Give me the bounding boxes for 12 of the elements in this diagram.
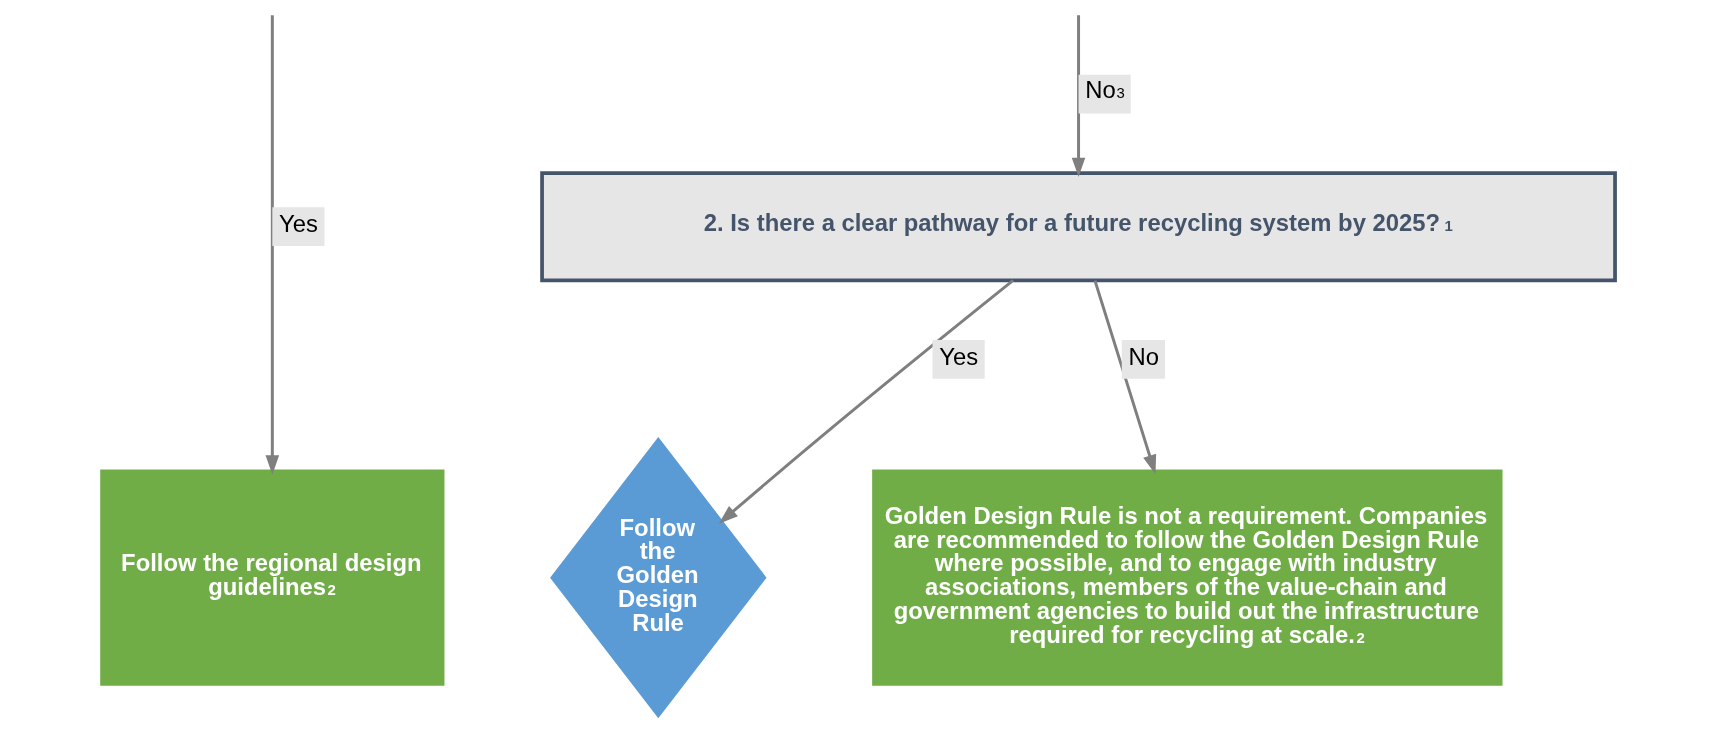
- node-diamond: Follow the Golden Design Rule: [550, 437, 767, 719]
- edge-label: Yes: [279, 210, 318, 238]
- edge-label: No: [1128, 342, 1159, 370]
- arrow: [265, 15, 280, 475]
- node-box: Follow the regional design guidelines2: [100, 469, 445, 686]
- arrow: [1071, 15, 1086, 178]
- node-box: 2. Is there a clear pathway for a future recycling system by 2025?1: [540, 171, 1617, 283]
- node-box: Golden Design Rule is not a requirement. Companies are recommended to follow the Golden Design Rule where possible, and to engage with industry associations, members of the value-chain and government agencies to build out the infrastructure required for recycling at scale.2: [872, 469, 1503, 686]
- edge-label: Yes: [939, 342, 979, 370]
- arrow: [718, 279, 1015, 524]
- arrow: [1093, 280, 1157, 475]
- edge-label: No3: [1085, 76, 1125, 104]
